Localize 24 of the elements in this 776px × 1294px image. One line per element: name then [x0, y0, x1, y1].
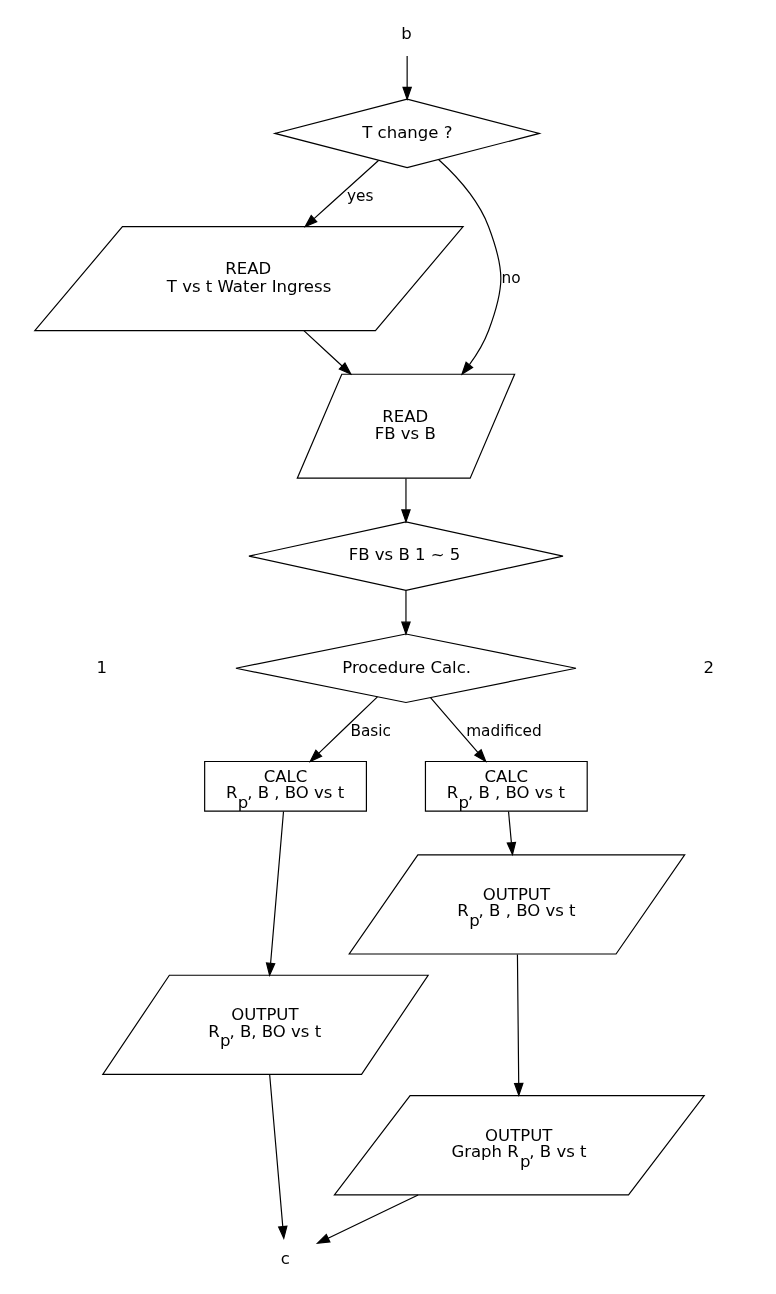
arrow — [308, 696, 378, 763]
arrow — [303, 159, 380, 228]
arrow — [401, 477, 411, 524]
edge-label: madificed — [466, 722, 542, 741]
node-diamond: FB vs B 1 ~ 5 — [248, 521, 564, 591]
edge-label: no — [501, 268, 521, 287]
arrow — [429, 697, 487, 763]
node-diamond: T change ? — [272, 98, 542, 169]
arrow — [269, 1074, 288, 1241]
arrow — [402, 55, 413, 101]
arrow — [506, 810, 517, 857]
node-diamond: Procedure Calc. — [235, 633, 577, 704]
arrow — [265, 810, 285, 977]
edge-label: Basic — [350, 722, 392, 741]
arrow — [303, 330, 353, 376]
arrow — [315, 1194, 419, 1245]
node-text: b — [401, 23, 412, 43]
node-text: c — [280, 1249, 290, 1269]
label: 1 — [96, 657, 108, 677]
label: 2 — [703, 657, 715, 677]
arrow — [437, 158, 502, 376]
arrow — [513, 953, 524, 1098]
arrow — [401, 589, 411, 636]
edge-label: yes — [346, 187, 374, 206]
